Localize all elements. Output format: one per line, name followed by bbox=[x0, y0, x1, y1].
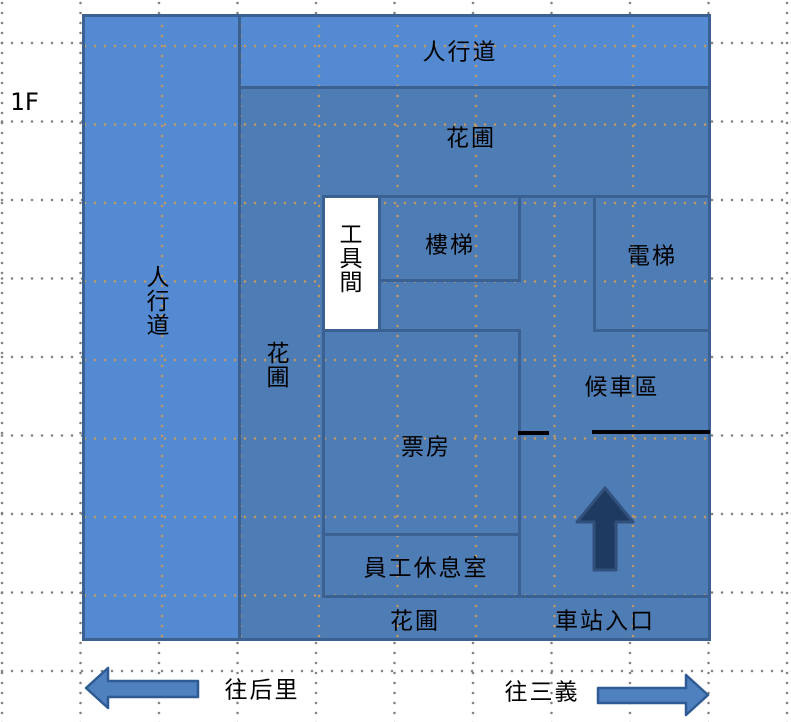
platform-line-short bbox=[518, 431, 549, 435]
floor-label: 1F bbox=[10, 88, 39, 116]
staff-lounge-label: 員工休息室 bbox=[363, 555, 489, 582]
ticket-office-box bbox=[322, 329, 521, 536]
left-arrow-icon bbox=[84, 666, 200, 710]
station-entrance-label: 車站入口 bbox=[555, 608, 655, 635]
flowerbed-left-label: 花圃 bbox=[266, 341, 290, 391]
sidewalk-left-zone bbox=[82, 14, 241, 641]
flowerbed-top-label: 花圃 bbox=[446, 125, 496, 152]
sidewalk-top-label: 人行道 bbox=[422, 39, 498, 66]
sidewalk-left-label: 人行道 bbox=[146, 265, 170, 339]
platform-line-long bbox=[592, 430, 710, 434]
stairs-box bbox=[378, 195, 521, 282]
up-arrow-icon bbox=[575, 486, 635, 572]
stairs-label: 樓梯 bbox=[425, 232, 475, 259]
corridor-top-wall bbox=[518, 195, 596, 198]
ticket-office-label: 票房 bbox=[401, 434, 451, 461]
waiting-area-label: 候車區 bbox=[584, 374, 660, 401]
sidewalk-top-zone bbox=[238, 14, 711, 89]
elevator-label: 電梯 bbox=[627, 243, 677, 270]
right-arrow-icon bbox=[596, 673, 710, 717]
tool-room-label: 工具間 bbox=[339, 222, 363, 296]
flowerbed-bottom-label: 花圃 bbox=[390, 608, 440, 635]
staff-lounge-box bbox=[322, 533, 521, 598]
direction-houli-label: 往后里 bbox=[224, 677, 300, 704]
direction-sanyi-label: 往三義 bbox=[504, 679, 580, 706]
elevator-box bbox=[593, 195, 711, 332]
flowerbed-interior-zone bbox=[238, 86, 711, 641]
entrance-strip-wall bbox=[518, 595, 711, 598]
